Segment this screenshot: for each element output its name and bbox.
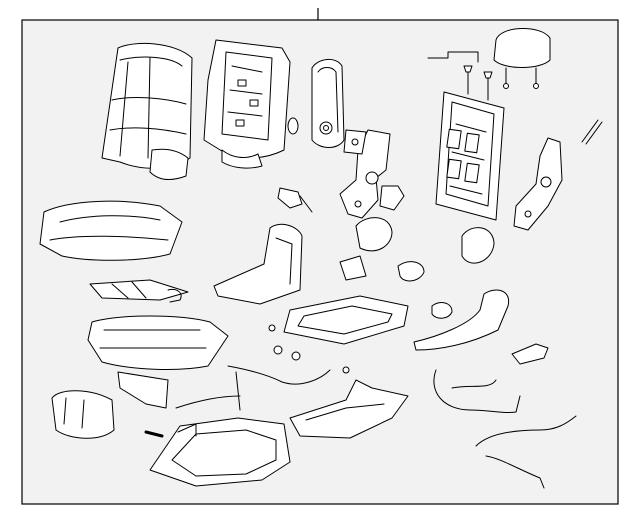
back-panel-trim bbox=[213, 223, 303, 305]
clip-fastener bbox=[277, 187, 313, 213]
seat-back-frame bbox=[435, 91, 505, 221]
lower-trim-pan bbox=[149, 417, 291, 487]
side-shield-outer bbox=[413, 289, 510, 351]
storage-bin bbox=[51, 390, 115, 439]
recliner-left bbox=[339, 129, 405, 252]
armrest bbox=[287, 59, 345, 148]
headrest-guides bbox=[427, 51, 493, 101]
cushion-frame bbox=[268, 255, 453, 361]
wire-harness-c bbox=[475, 415, 577, 489]
headrest bbox=[493, 27, 551, 89]
seat-track bbox=[289, 379, 409, 439]
cushion-bracket bbox=[117, 371, 169, 409]
wire-harness-a bbox=[144, 365, 350, 438]
recliner-right bbox=[461, 119, 603, 264]
side-shield-inner bbox=[511, 343, 549, 365]
seat-back-cover bbox=[101, 42, 193, 180]
wire-harness-b bbox=[433, 369, 521, 414]
seat-back-pad bbox=[203, 39, 291, 169]
seat-cushion-pad bbox=[87, 315, 229, 370]
cushion-heater bbox=[89, 279, 189, 303]
seat-cushion-cover bbox=[39, 200, 183, 261]
